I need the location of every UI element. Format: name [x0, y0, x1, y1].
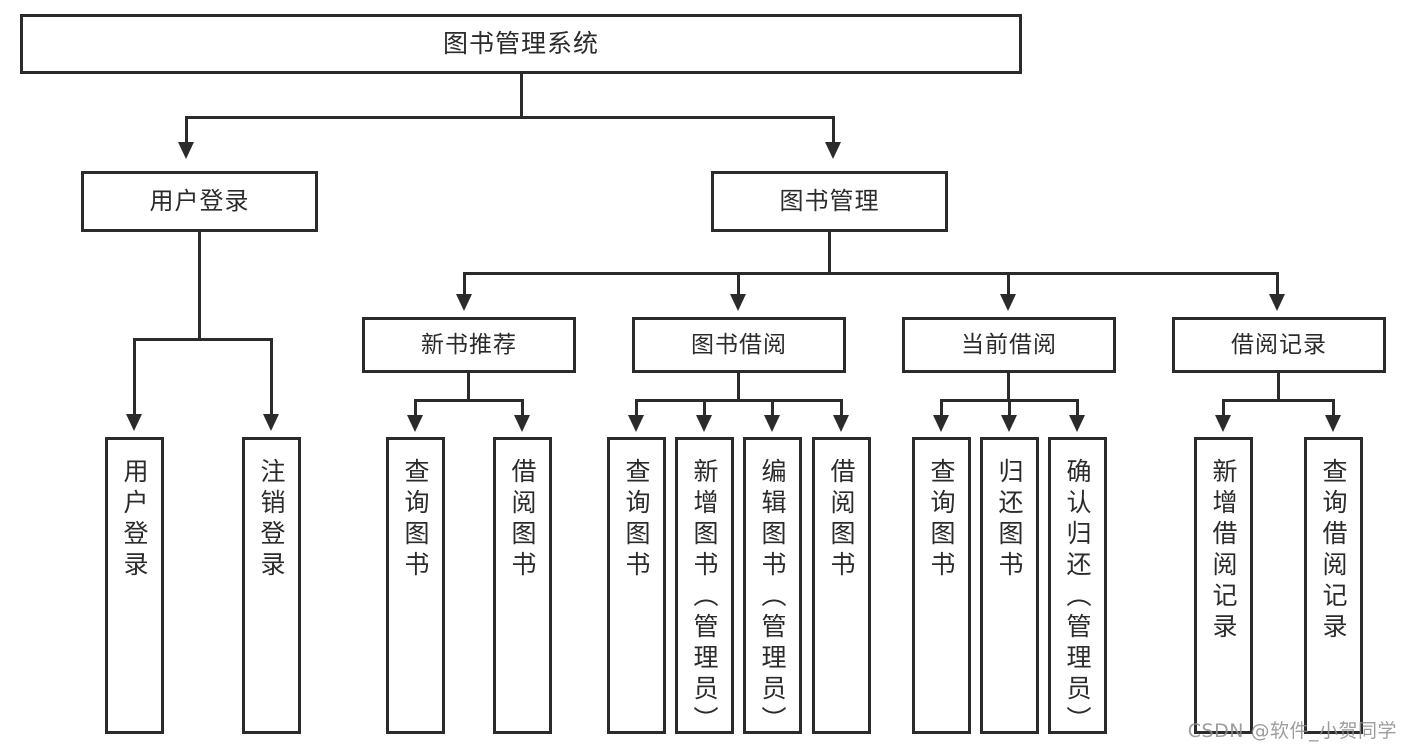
connector-new-book-stem	[467, 373, 470, 401]
connector-root-stem	[520, 74, 523, 118]
node-user-login[interactable]: 用户登录	[81, 171, 318, 232]
leaf-book-borrow-borrow-book[interactable]: 借阅图书	[812, 437, 871, 734]
arrow-book-borrow-to-leaf-2	[696, 415, 712, 432]
node-label: 借阅图书	[827, 458, 856, 582]
connector-book-borrow-drop-2	[703, 399, 706, 417]
connector-user-login-bus	[133, 338, 270, 341]
arrow-book-borrow-to-leaf-4	[833, 415, 849, 432]
connector-root-to-book-mgmt	[832, 116, 835, 144]
node-label: 借阅记录	[1231, 331, 1327, 358]
connector-current-borrow-drop-3	[1076, 399, 1079, 417]
connector-current-borrow-drop-2	[1008, 399, 1011, 417]
connector-new-book-bus	[414, 399, 524, 402]
leaf-book-borrow-edit-book-admin[interactable]: 编辑图书（管理员）	[743, 437, 802, 737]
arrow-user-login-to-leaf-1	[126, 414, 142, 431]
node-label: 用户登录	[149, 186, 250, 215]
node-label: 查询图书	[622, 458, 651, 582]
leaf-current-borrow-query-book[interactable]: 查询图书	[912, 437, 971, 734]
node-new-book-recommend[interactable]: 新书推荐	[362, 317, 576, 373]
arrow-current-borrow-to-leaf-1	[933, 415, 949, 432]
connector-current-borrow-drop-1	[940, 399, 943, 417]
node-book-management[interactable]: 图书管理	[711, 171, 948, 232]
leaf-new-book-query-book[interactable]: 查询图书	[386, 437, 445, 734]
connector-borrow-record-bus	[1222, 399, 1335, 402]
node-label: 注销登录	[257, 458, 286, 582]
node-label: 图书借阅	[691, 331, 787, 358]
connector-book-mgmt-drop-1	[463, 272, 466, 296]
node-book-borrow[interactable]: 图书借阅	[632, 317, 846, 373]
node-label: 归还图书	[995, 458, 1024, 582]
arrow-borrow-record-to-leaf-2	[1325, 415, 1341, 432]
arrow-user-login-to-leaf-2	[263, 414, 279, 431]
connector-new-book-drop-2	[521, 399, 524, 417]
arrow-book-borrow-to-leaf-3	[764, 415, 780, 432]
node-label: 查询图书	[401, 458, 430, 582]
connector-book-borrow-stem	[737, 373, 740, 401]
connector-book-mgmt-stem	[828, 232, 831, 274]
connector-user-login-drop-1	[133, 338, 136, 416]
connector-root-bus	[185, 116, 835, 119]
node-label: 新书推荐	[421, 331, 517, 358]
connector-borrow-record-drop-1	[1222, 399, 1225, 417]
csdn-watermark: CSDN @软件_小贺同学	[1187, 720, 1397, 742]
arrow-new-book-to-leaf-1	[407, 415, 423, 432]
arrow-new-book-to-leaf-2	[514, 415, 530, 432]
node-label: 查询借阅记录	[1319, 458, 1348, 644]
leaf-book-borrow-query-book[interactable]: 查询图书	[607, 437, 666, 734]
arrow-root-to-user-login	[178, 142, 194, 159]
arrow-book-mgmt-to-borrow-record	[1269, 294, 1285, 311]
node-label: 图书管理系统	[442, 28, 599, 58]
node-label: 当前借阅	[961, 331, 1057, 358]
arrow-current-borrow-to-leaf-2	[1001, 415, 1017, 432]
connector-book-borrow-drop-3	[771, 399, 774, 417]
node-label: 新增借阅记录	[1209, 458, 1238, 644]
leaf-new-book-borrow-book[interactable]: 借阅图书	[493, 437, 552, 734]
connector-current-borrow-stem	[1007, 373, 1010, 401]
arrow-book-borrow-to-leaf-1	[628, 415, 644, 432]
connector-user-login-drop-2	[270, 338, 273, 416]
connector-book-mgmt-drop-4	[1276, 272, 1279, 296]
leaf-book-borrow-add-book-admin[interactable]: 新增图书（管理员）	[675, 437, 734, 737]
leaf-user-login-logout[interactable]: 注销登录	[242, 437, 301, 734]
arrow-current-borrow-to-leaf-3	[1069, 415, 1085, 432]
node-root-library-system[interactable]: 图书管理系统	[20, 14, 1022, 74]
leaf-borrow-record-query-record[interactable]: 查询借阅记录	[1304, 437, 1363, 734]
connector-book-borrow-drop-4	[840, 399, 843, 417]
arrow-book-mgmt-to-book-borrow	[730, 294, 746, 311]
leaf-user-login-login[interactable]: 用户登录	[105, 437, 164, 734]
node-current-borrow[interactable]: 当前借阅	[902, 317, 1116, 373]
arrow-borrow-record-to-leaf-1	[1215, 415, 1231, 432]
connector-book-mgmt-drop-2	[737, 272, 740, 296]
connector-new-book-drop-1	[414, 399, 417, 417]
connector-borrow-record-drop-2	[1332, 399, 1335, 417]
connector-root-to-user-login	[185, 116, 188, 144]
node-borrow-record[interactable]: 借阅记录	[1172, 317, 1386, 373]
leaf-current-borrow-return-book[interactable]: 归还图书	[980, 437, 1039, 734]
node-label: 确认归还（管理员）	[1063, 458, 1092, 737]
node-label: 查询图书	[927, 458, 956, 582]
connector-book-mgmt-drop-3	[1007, 272, 1010, 296]
connector-book-borrow-bus	[635, 399, 843, 402]
leaf-current-borrow-confirm-return-admin[interactable]: 确认归还（管理员）	[1048, 437, 1107, 737]
node-label: 用户登录	[120, 458, 149, 582]
connector-book-mgmt-bus	[463, 272, 1278, 275]
arrow-book-mgmt-to-current-borrow	[1000, 294, 1016, 311]
connector-borrow-record-stem	[1277, 373, 1280, 401]
node-label: 编辑图书（管理员）	[758, 458, 787, 737]
node-label: 借阅图书	[508, 458, 537, 582]
connector-user-login-stem	[198, 232, 201, 340]
arrow-book-mgmt-to-new-book	[456, 294, 472, 311]
connector-book-borrow-drop-1	[635, 399, 638, 417]
node-label: 新增图书（管理员）	[690, 458, 719, 737]
leaf-borrow-record-add-record[interactable]: 新增借阅记录	[1194, 437, 1253, 734]
node-label: 图书管理	[779, 186, 880, 215]
arrow-root-to-book-mgmt	[825, 142, 841, 159]
